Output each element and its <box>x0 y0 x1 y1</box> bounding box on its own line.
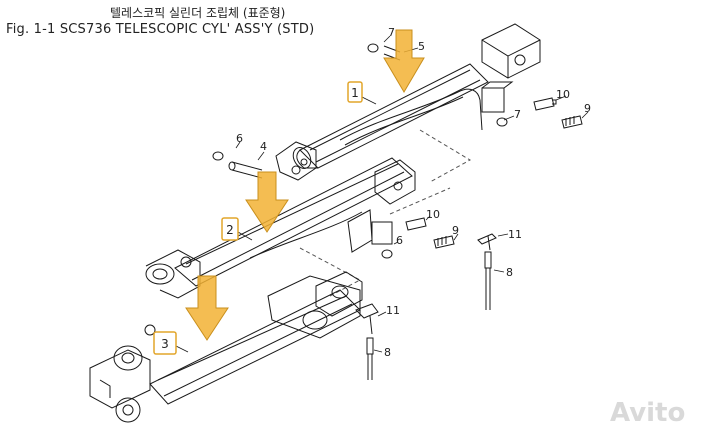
part-number-6-mid: 6 <box>396 234 403 247</box>
callout-1-label: 1 <box>351 86 359 100</box>
callout-1: 1 <box>347 81 363 103</box>
diagram-title-english: Fig. 1-1 SCS736 TELESCOPIC CYL' ASS'Y (S… <box>6 22 315 37</box>
fitting-9-mid <box>433 235 455 249</box>
part-number-10-mid: 10 <box>426 208 440 221</box>
elbow-11-right <box>477 233 497 251</box>
part-number-9-mid: 9 <box>452 224 459 237</box>
highlight-arrow-1 <box>383 29 425 93</box>
hose-8-bottom <box>366 337 374 380</box>
avito-watermark: Avito <box>610 398 686 428</box>
part-number-7-right: 7 <box>514 108 521 121</box>
cylinder-2 <box>145 157 416 339</box>
diagram-title-korean: 텔레스코픽 실린더 조립체 (표준형) <box>110 6 286 20</box>
callout-3-label: 3 <box>161 337 169 351</box>
part-number-10-top: 10 <box>556 88 570 101</box>
callout-3: 3 <box>153 331 177 355</box>
part-number-8-bottom: 8 <box>384 346 391 359</box>
elbow-11-bottom <box>355 303 379 335</box>
hose-8-right <box>484 251 492 310</box>
cylinder-1 <box>212 23 541 181</box>
part-number-9-top: 9 <box>584 102 591 115</box>
part-number-7-top: 7 <box>388 26 395 39</box>
callout-2-label: 2 <box>226 223 234 237</box>
fitting-9-top <box>561 115 583 129</box>
part-number-5: 5 <box>418 40 425 53</box>
part-number-8-right: 8 <box>506 266 513 279</box>
part-number-11-right: 11 <box>508 228 522 241</box>
part-number-4: 4 <box>260 140 267 153</box>
cylinder-3 <box>89 271 363 423</box>
highlight-arrow-3 <box>185 275 229 341</box>
highlight-arrow-2 <box>245 171 289 233</box>
fitting-10-top <box>533 97 557 111</box>
callout-2: 2 <box>221 217 239 241</box>
part-number-6-top: 6 <box>236 132 243 145</box>
part-number-11-bottom: 11 <box>386 304 400 317</box>
fitting-10-mid <box>405 217 427 231</box>
